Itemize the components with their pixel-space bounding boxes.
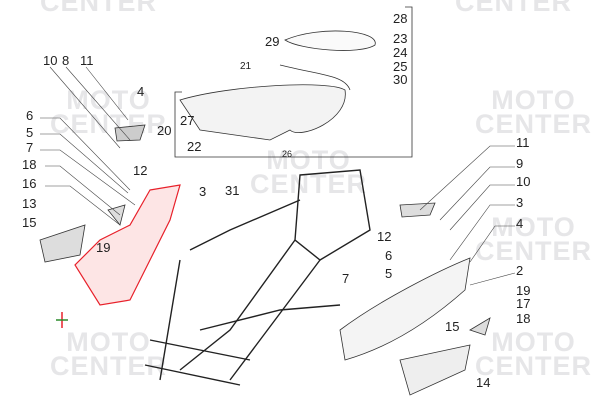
part-label[interactable]: 12 — [377, 229, 392, 244]
part-label[interactable]: 15 — [445, 319, 460, 334]
part-label[interactable]: 7 — [342, 271, 350, 286]
frame — [144, 169, 371, 386]
explode-icon — [56, 312, 68, 328]
part-label[interactable]: 11 — [80, 53, 94, 68]
seat-cushion — [284, 30, 376, 51]
group-bracket — [174, 6, 413, 158]
part-label[interactable]: 17 — [516, 296, 531, 311]
part-label[interactable]: 30 — [393, 72, 408, 87]
part-label[interactable]: 26 — [282, 149, 293, 159]
part-label[interactable]: 4 — [137, 84, 145, 99]
step-plate-left — [114, 124, 146, 142]
part-label[interactable]: 4 — [516, 216, 524, 231]
part-label[interactable]: 3 — [516, 195, 524, 210]
part-label[interactable]: 18 — [516, 311, 531, 326]
part-label[interactable]: 2 — [516, 263, 524, 278]
part-label[interactable]: 13 — [22, 196, 37, 211]
part-label[interactable]: 11 — [516, 135, 530, 150]
part-label[interactable]: 19 — [96, 240, 111, 255]
cover-left — [107, 204, 126, 226]
part-label[interactable]: 20 — [157, 123, 172, 138]
footrest-right — [399, 344, 471, 396]
part-label[interactable]: 10 — [516, 174, 531, 189]
part-label[interactable]: 8 — [62, 53, 70, 68]
part-label[interactable]: 5 — [385, 266, 393, 281]
part-label[interactable]: 25 — [393, 59, 408, 74]
step-plate-right — [399, 202, 436, 218]
footrest-left — [39, 224, 86, 263]
side-panel-right — [339, 257, 471, 361]
part-label[interactable]: 29 — [265, 34, 280, 49]
highlighted-side-panel — [74, 184, 181, 306]
part-label[interactable]: 22 — [187, 139, 202, 154]
cover-17 — [469, 317, 491, 336]
part-label[interactable]: 15 — [22, 215, 37, 230]
part-label[interactable]: 7 — [26, 140, 34, 155]
part-label[interactable]: 5 — [26, 125, 34, 140]
part-label[interactable]: 28 — [393, 11, 408, 26]
watermark: CENTER — [455, 0, 573, 17]
seat-edge — [279, 64, 351, 91]
part-label[interactable]: 31 — [225, 183, 240, 198]
part-label[interactable]: 24 — [393, 45, 408, 60]
part-label[interactable]: 23 — [393, 31, 408, 46]
part-label[interactable]: 3 — [199, 184, 207, 199]
part-label[interactable]: 9 — [516, 156, 524, 171]
part-label[interactable]: 18 — [22, 157, 37, 172]
part-label[interactable]: 12 — [133, 163, 148, 178]
part-label[interactable]: 10 — [43, 53, 58, 68]
part-label[interactable]: 16 — [22, 176, 37, 191]
watermark: CENTER — [40, 0, 158, 17]
leader-lines — [40, 66, 516, 286]
part-label[interactable]: 6 — [26, 108, 34, 123]
part-label[interactable]: 14 — [476, 375, 491, 390]
part-label[interactable]: 21 — [240, 61, 252, 72]
part-label[interactable]: 27 — [180, 113, 195, 128]
seat-body — [179, 84, 346, 141]
part-label[interactable]: 6 — [385, 248, 393, 263]
part-label[interactable]: 19 — [516, 283, 531, 298]
